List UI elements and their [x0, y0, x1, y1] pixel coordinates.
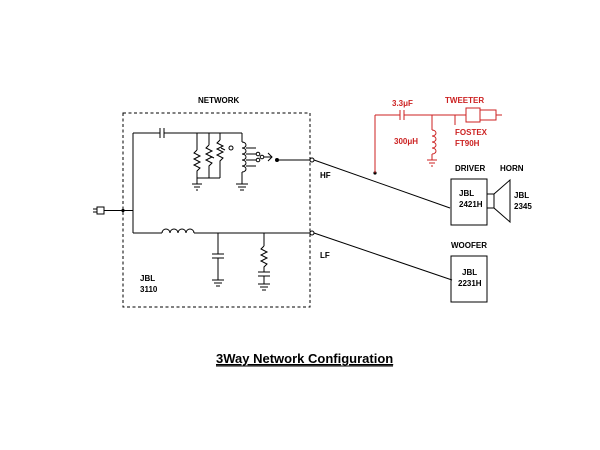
driver-brand: JBL [459, 189, 474, 198]
tweeter-icon [465, 107, 502, 123]
network-model: 3110 [140, 285, 158, 294]
hf-attenuator [192, 133, 234, 191]
diagram-title: 3Way Network Configuration [216, 351, 393, 366]
network-brand: JBL [140, 274, 155, 283]
lf-shunt-capacitor [212, 233, 224, 287]
hf-capacitor [133, 128, 242, 138]
network-enclosure [122, 112, 311, 308]
hf-autotransformer [236, 133, 310, 191]
tweeter-cap-value: 3.3μF [392, 99, 413, 108]
lf-inductor [133, 228, 310, 234]
horn-model: 2345 [514, 202, 532, 211]
woofer-brand: JBL [462, 268, 477, 277]
hf-label: HF [320, 171, 331, 180]
driver-model: 2421H [459, 200, 483, 209]
lf-label: LF [320, 251, 330, 260]
network-label: NETWORK [198, 96, 240, 105]
driver-label: DRIVER [455, 164, 485, 173]
tweeter-brand: FOSTEX [455, 128, 488, 137]
tweeter-model: FT90H [455, 139, 480, 148]
lf-wire [313, 232, 453, 281]
tweeter-ind-value: 300μH [394, 137, 418, 146]
tweeter-branch [374, 110, 466, 173]
input-plug [93, 206, 125, 215]
horn-icon [486, 178, 511, 224]
hf-terminal [309, 157, 315, 163]
horn-label: HORN [500, 164, 524, 173]
woofer-box [450, 255, 488, 303]
lf-zobel [258, 233, 270, 291]
tweeter-label: TWEETER [445, 96, 484, 105]
woofer-model: 2231H [458, 279, 482, 288]
hf-wire [313, 159, 451, 209]
lf-terminal [309, 230, 315, 236]
horn-brand: JBL [514, 191, 529, 200]
woofer-label: WOOFER [451, 241, 487, 250]
